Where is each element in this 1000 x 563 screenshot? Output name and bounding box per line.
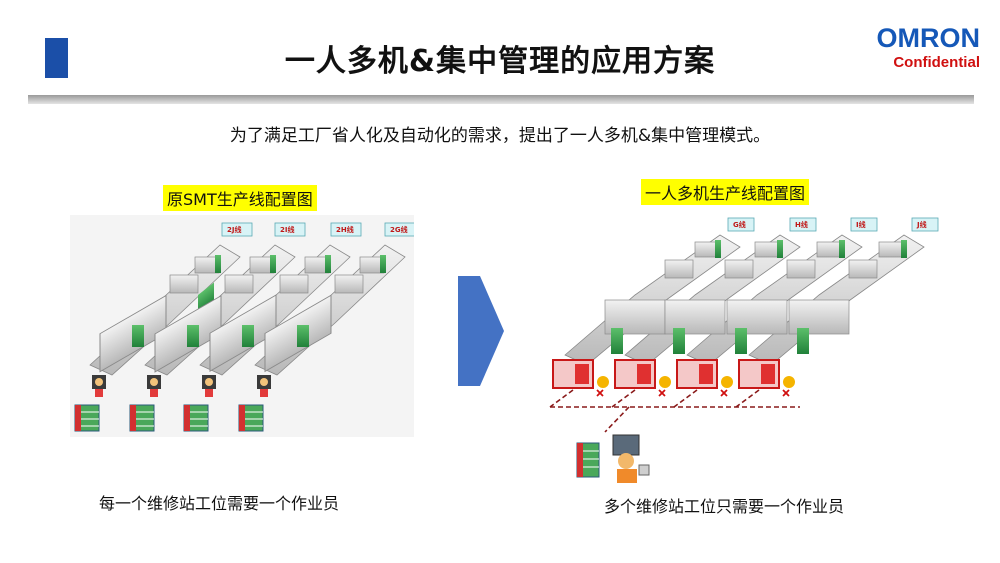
operator-icons	[92, 375, 271, 397]
line-label-h: H线	[795, 220, 808, 229]
smt-line-2	[144, 244, 296, 376]
rack-icons	[74, 404, 264, 432]
original-line-illustration: 2J线 2I线 2H线 2G线	[74, 222, 416, 432]
x-mark-icons	[596, 389, 790, 397]
page-title: 一人多机&集中管理的应用方案	[284, 44, 716, 79]
line-label-2h: 2H线	[336, 225, 354, 234]
central-operator-station	[576, 434, 650, 483]
line-label-i: I线	[856, 220, 866, 229]
smt-line-4	[254, 244, 406, 376]
smt-line-3	[199, 244, 351, 376]
title-accent-bar	[45, 38, 68, 78]
logo-wordmark: OMRON	[876, 23, 981, 53]
line-label-g: G线	[733, 220, 746, 229]
line-group	[564, 234, 925, 366]
original-line-layout-diagram: 2J线 2I线 2H线 2G线	[70, 215, 416, 437]
connection-lines	[549, 389, 800, 433]
left-caption: 每一个维修站工位需要一个作业员	[99, 494, 340, 513]
left-diagram-label: 原SMT生产线配置图	[163, 185, 317, 211]
line-label-2j: 2J线	[227, 225, 241, 234]
one-person-multi-machine-diagram: G线 H线 I线 J线	[549, 217, 939, 483]
subtitle: 为了满足工厂省人化及自动化的需求，提出了一人多机&集中管理模式。	[229, 126, 771, 146]
right-caption: 多个维修站工位只需要一个作业员	[604, 497, 845, 516]
unmanned-repair-stations	[552, 359, 795, 397]
header-divider	[28, 95, 974, 104]
line-label-2i: 2I线	[280, 225, 294, 234]
line-label-j: J线	[916, 220, 927, 229]
transition-arrow-icon	[458, 276, 504, 386]
confidential-label: Confidential	[893, 54, 980, 71]
line-label-2g: 2G线	[390, 225, 408, 234]
omron-logo: OMRON Confidential	[877, 24, 981, 72]
right-diagram-label: 一人多机生产线配置图	[641, 179, 810, 205]
